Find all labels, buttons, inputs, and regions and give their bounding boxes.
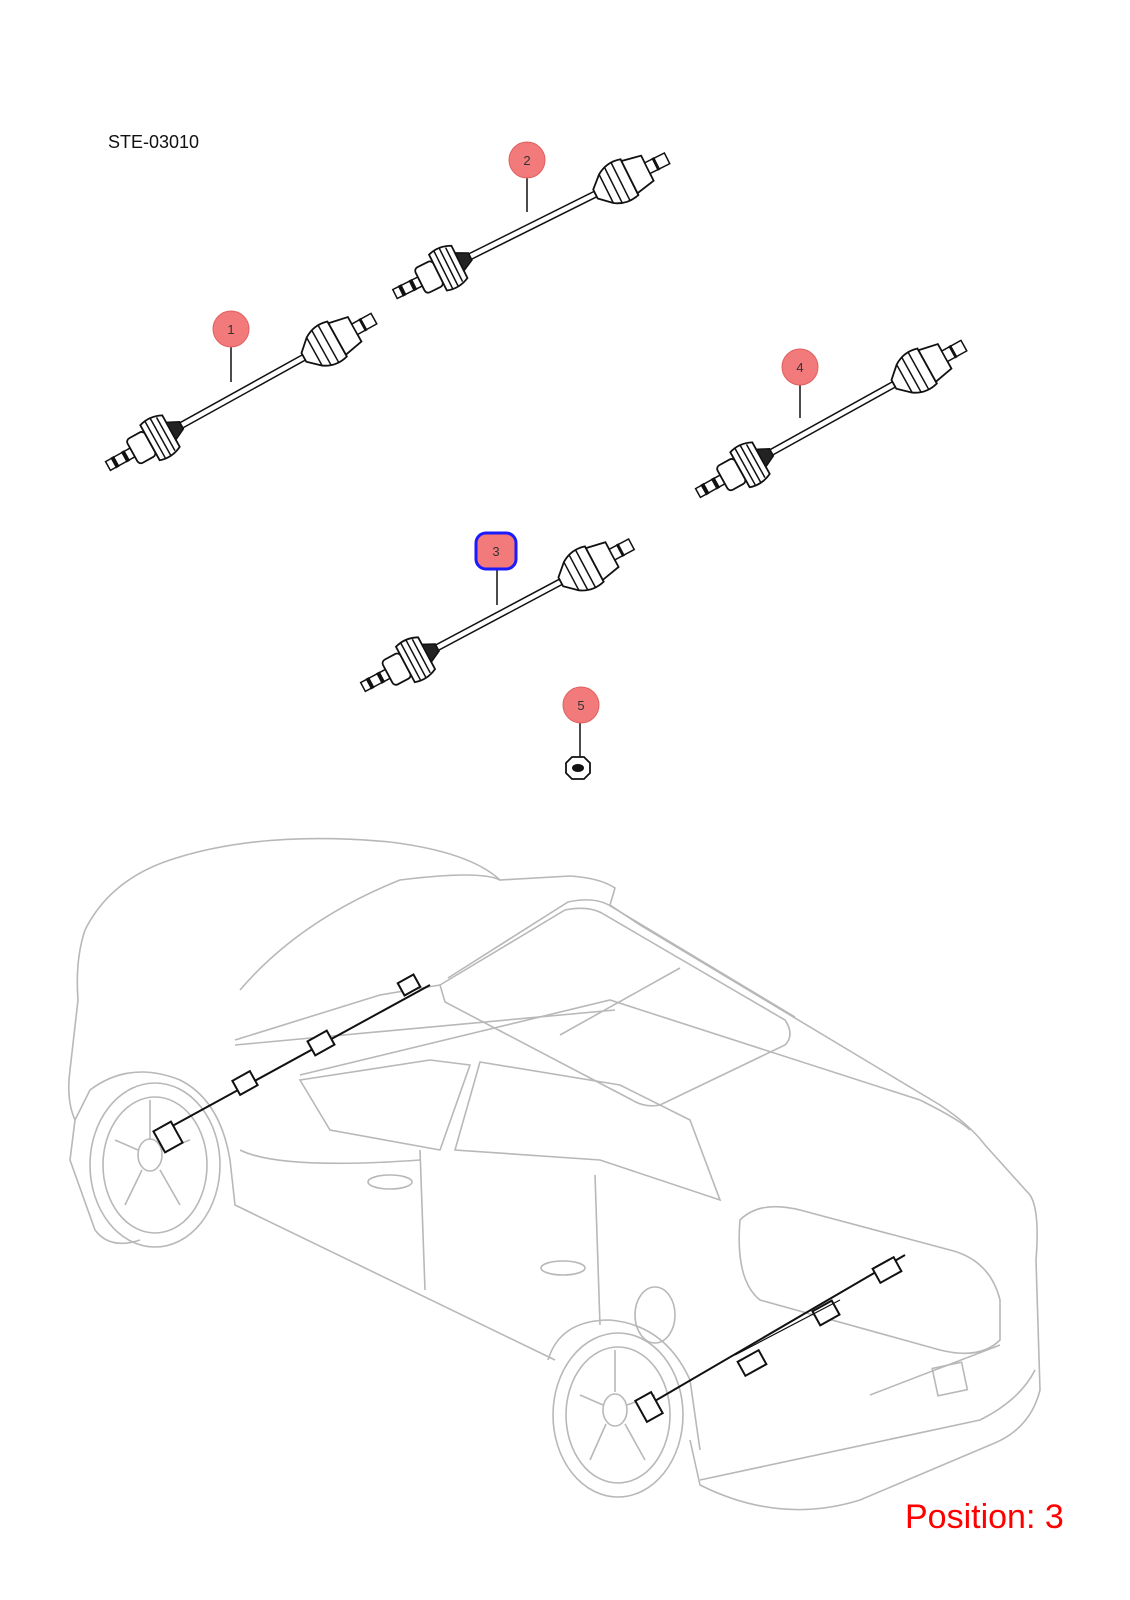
drive-shaft-4 (686, 325, 976, 513)
position-label: Position: 3 (905, 1498, 1064, 1536)
leader-lines (230, 178, 801, 757)
hub-nut (565, 756, 591, 780)
callout-1[interactable]: 1 (212, 310, 250, 348)
callout-3[interactable]: 3 (474, 531, 518, 571)
callout-5-label: 5 (577, 698, 584, 713)
callout-3-label: 3 (492, 544, 499, 559)
callout-5[interactable]: 5 (562, 686, 600, 724)
callout-4-label: 4 (796, 360, 803, 375)
callout-1-label: 1 (227, 322, 234, 337)
diagram-code: STE-03010 (108, 132, 200, 152)
callout-2-label: 2 (523, 153, 530, 168)
vehicle-outline (68, 837, 1041, 1511)
callout-4[interactable]: 4 (781, 348, 819, 386)
vehicle-shafts (152, 973, 906, 1424)
callout-2[interactable]: 2 (508, 141, 546, 179)
